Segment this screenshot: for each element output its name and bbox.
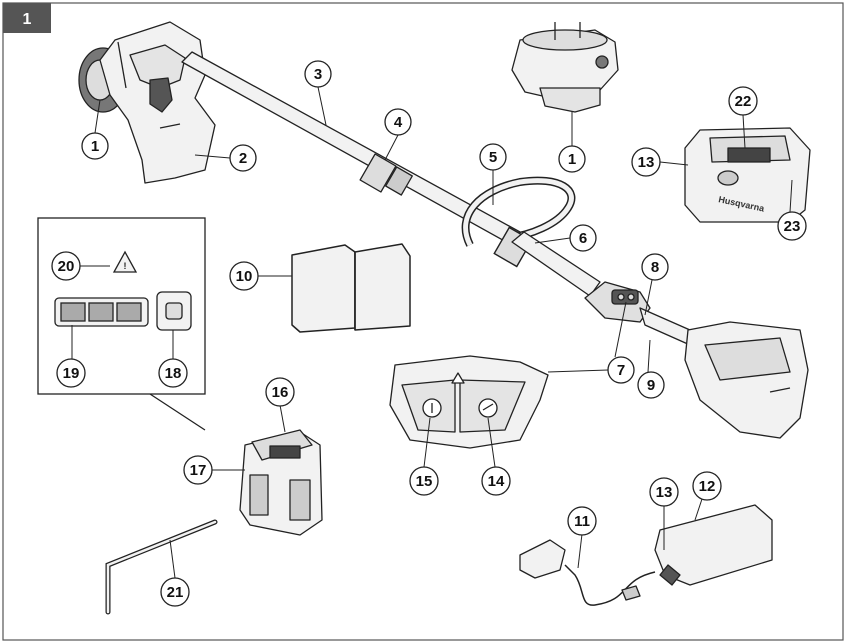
svg-text:19: 19 — [63, 365, 80, 382]
callout-19: 19 — [56, 358, 86, 388]
panel-number-badge — [3, 3, 51, 33]
battery-pack — [239, 429, 323, 536]
callout-20: 20 — [51, 251, 81, 281]
svg-text:1: 1 — [91, 138, 99, 155]
svg-text:17: 17 — [190, 462, 207, 479]
callout-18: 18 — [158, 358, 188, 388]
callout-13-supply: 13 — [649, 477, 679, 507]
trimmer-spool — [511, 22, 619, 113]
svg-text:13: 13 — [638, 154, 655, 171]
callout-22: 22 — [728, 86, 758, 116]
svg-text:6: 6 — [579, 230, 587, 247]
battery-indicator-panel: ! — [37, 217, 206, 431]
callout-14: 14 — [481, 466, 511, 496]
svg-text:!: ! — [124, 261, 127, 271]
svg-text:11: 11 — [574, 513, 590, 530]
svg-text:2: 2 — [239, 150, 247, 167]
callout-12: 12 — [692, 471, 722, 501]
callout-11: 11 — [567, 506, 597, 536]
callout-4: 4 — [384, 108, 412, 136]
rear-handle-assembly — [511, 231, 809, 439]
svg-text:21: 21 — [167, 584, 184, 601]
svg-text:8: 8 — [651, 259, 659, 276]
svg-text:7: 7 — [617, 362, 625, 379]
callout-1-head: 1 — [81, 132, 109, 160]
svg-text:12: 12 — [699, 478, 716, 495]
callout-21: 21 — [160, 577, 190, 607]
svg-text:4: 4 — [394, 114, 403, 131]
svg-text:23: 23 — [784, 218, 801, 235]
callout-17: 17 — [183, 455, 213, 485]
callout-1-spool: 1 — [558, 145, 586, 173]
callout-10: 10 — [229, 261, 259, 291]
callout-9: 9 — [637, 371, 665, 399]
callout-6: 6 — [569, 224, 597, 252]
svg-text:15: 15 — [416, 473, 433, 490]
svg-text:5: 5 — [489, 149, 497, 166]
callout-7: 7 — [607, 356, 635, 384]
svg-text:1: 1 — [568, 151, 576, 168]
svg-text:18: 18 — [165, 365, 182, 382]
control-panel — [389, 355, 549, 449]
power-supply — [519, 504, 773, 606]
svg-text:3: 3 — [314, 66, 322, 83]
svg-text:22: 22 — [735, 93, 752, 110]
svg-text:20: 20 — [58, 258, 75, 275]
callout-16: 16 — [265, 377, 295, 407]
callout-5: 5 — [479, 143, 507, 171]
svg-text:10: 10 — [236, 268, 253, 285]
svg-text:16: 16 — [272, 384, 289, 401]
svg-text:14: 14 — [488, 473, 505, 490]
callout-markers: 1 2 3 4 5 1 6 13 22 23 20 10 8 7 9 19 18… — [51, 60, 807, 607]
callout-3: 3 — [304, 60, 332, 88]
callout-15: 15 — [409, 466, 439, 496]
callout-13-charger: 13 — [631, 147, 661, 177]
callout-8: 8 — [641, 253, 669, 281]
battery-charger — [684, 127, 811, 223]
svg-text:9: 9 — [647, 377, 655, 394]
panel-number: 1 — [23, 11, 32, 28]
callout-23: 23 — [777, 211, 807, 241]
svg-text:13: 13 — [656, 484, 673, 501]
allen-key — [105, 519, 218, 615]
operator-manual — [291, 243, 411, 333]
leader-lines — [71, 86, 793, 579]
callout-2: 2 — [229, 144, 257, 172]
